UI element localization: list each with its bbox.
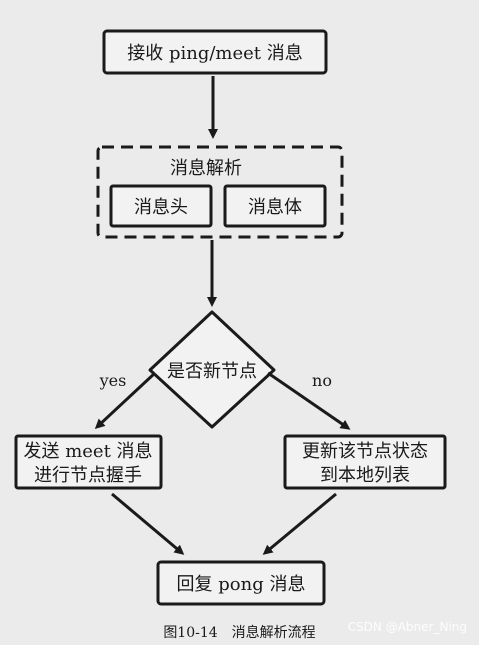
node-parse-group: 消息解析: [96, 145, 344, 239]
edge-decision-handshake: [94, 371, 157, 430]
edge-decision-update: [267, 371, 351, 430]
edge-update-reply: [262, 492, 337, 555]
node-handshake-line2: 进行节点握手: [34, 465, 142, 486]
node-reply: 回复 pong 消息: [156, 560, 326, 606]
node-body: 消息体: [223, 184, 327, 228]
node-header-label: 消息头: [134, 197, 188, 218]
node-handshake-line1: 发送 meet 消息: [23, 441, 152, 462]
node-header: 消息头: [109, 184, 213, 228]
node-decision-label: 是否新节点: [167, 361, 257, 382]
node-update-line1: 更新该节点状态: [302, 441, 428, 462]
node-receive-label: 接收 ping/meet 消息: [127, 43, 303, 64]
node-update-line2: 到本地列表: [320, 465, 410, 486]
node-decision: 是否新节点: [148, 310, 276, 429]
flowchart: 接收 ping/meet 消息 消息解析 消息头 消息体 是否新节点 yes n…: [14, 29, 447, 606]
node-body-label: 消息体: [248, 197, 302, 218]
node-handshake: 发送 meet 消息 进行节点握手: [14, 434, 163, 490]
edge-yes-label: yes: [99, 371, 127, 390]
watermark: CSDN @Abner_Ning: [347, 620, 467, 634]
edge-handshake-reply: [111, 492, 185, 555]
node-reply-label: 回复 pong 消息: [177, 574, 306, 595]
node-receive: 接收 ping/meet 消息: [102, 29, 328, 75]
node-update: 更新该节点状态 到本地列表: [283, 434, 447, 490]
node-parse-label: 消息解析: [170, 158, 242, 179]
figure-caption: 图10-14 消息解析流程: [163, 625, 316, 641]
edge-no-label: no: [312, 371, 332, 390]
